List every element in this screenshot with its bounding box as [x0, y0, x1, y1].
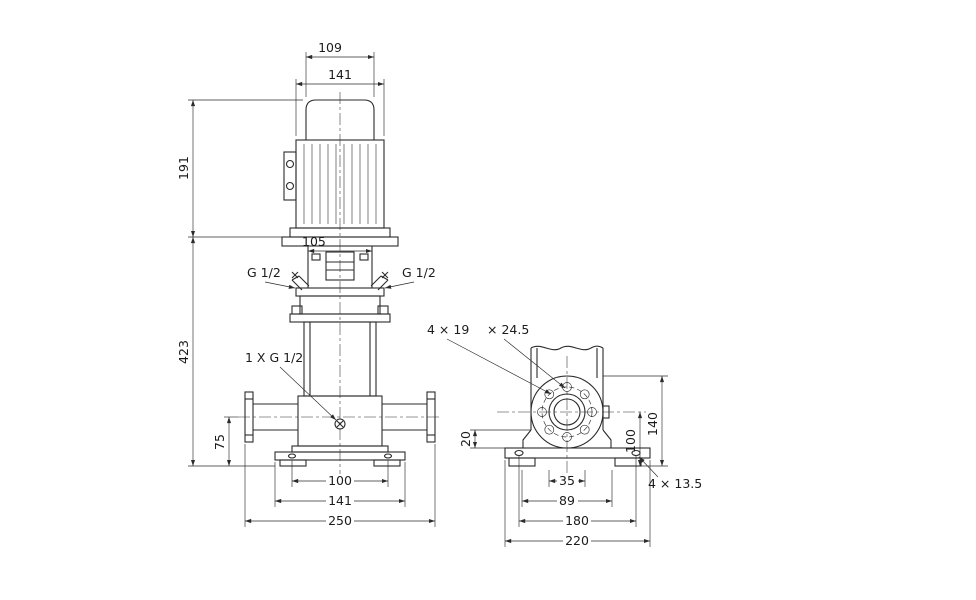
front-view-centerlines — [238, 92, 442, 474]
dim-base-length: 220 — [565, 533, 589, 548]
side-view-dimensions: 4 × 19 × 24.5 20 100 140 35 — [427, 322, 702, 548]
dim-port-center-height: 75 — [212, 434, 227, 450]
dim-flange-holes: 4 × 19 — [427, 322, 469, 337]
side-view: 4 × 19 × 24.5 20 100 140 35 — [427, 322, 702, 548]
pump-front-outline — [244, 99, 436, 467]
dim-motor-height: 191 — [176, 156, 191, 180]
dim-flange-height: 140 — [645, 412, 660, 436]
dim-foot-height: 20 — [458, 431, 473, 447]
dim-port-to-port: 250 — [328, 513, 352, 528]
dim-base-holes: 4 × 13.5 — [648, 476, 702, 491]
dim-base-hole-spacing-side: 180 — [565, 513, 589, 528]
dim-port-right: G 1/2 — [402, 265, 436, 280]
dim-drain-port: 1 X G 1/2 — [245, 350, 303, 365]
front-view-dimensions: 109 141 191 423 105 G 1/2 G 1/2 — [176, 40, 436, 528]
dim-base-hole-spacing: 100 — [328, 473, 352, 488]
dim-counterbore: × 24.5 — [487, 322, 529, 337]
dim-port-left: G 1/2 — [247, 265, 281, 280]
dim-fan-cover-width: 109 — [318, 40, 342, 55]
dim-motor-width: 141 — [328, 67, 352, 82]
side-view-centerlines — [497, 356, 646, 474]
dim-pump-height: 423 — [176, 340, 191, 364]
dim-port-height: 100 — [623, 429, 638, 453]
dim-hole-spacing-35: 35 — [559, 473, 575, 488]
front-view: 109 141 191 423 105 G 1/2 G 1/2 — [176, 40, 442, 528]
dim-base-width: 141 — [328, 493, 352, 508]
dim-head-width: 105 — [302, 234, 326, 249]
dim-hole-spacing-89: 89 — [559, 493, 575, 508]
